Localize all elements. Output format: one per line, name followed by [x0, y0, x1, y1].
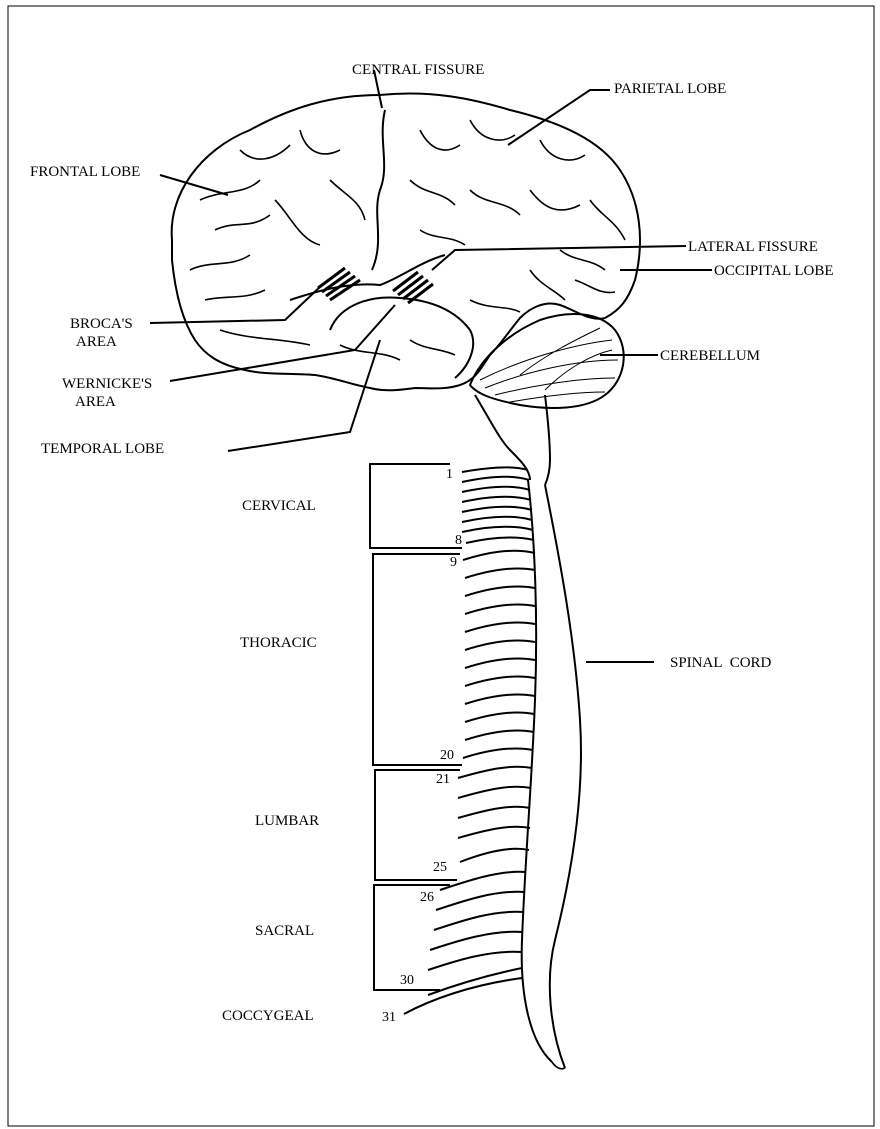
- nerve-number-26: 26: [420, 890, 434, 905]
- nerve-number-1: 1: [446, 467, 453, 482]
- temporal-lobe-label: TEMPORAL LOBE: [41, 441, 164, 457]
- occipital-lobe-label: OCCIPITAL LOBE: [714, 263, 834, 279]
- nerve-number-25: 25: [433, 860, 447, 875]
- lateral-fissure-label: LATERAL FISSURE: [688, 239, 818, 255]
- nerve-number-8: 8: [455, 533, 462, 548]
- brocas-area-label-line2: AREA: [76, 334, 117, 350]
- region-coccygeal: COCCYGEAL: [222, 1008, 314, 1024]
- region-cervical: CERVICAL: [242, 498, 316, 514]
- nerve-number-30: 30: [400, 973, 414, 988]
- central-fissure-label: CENTRAL FISSURE: [352, 62, 484, 78]
- nerve-number-21: 21: [436, 772, 450, 787]
- nerve-number-31: 31: [382, 1010, 396, 1025]
- region-lumbar: LUMBAR: [255, 813, 319, 829]
- spinal-cord-label: SPINAL CORD: [670, 655, 772, 671]
- region-sacral: SACRAL: [255, 923, 314, 939]
- brain-illustration: [172, 93, 640, 485]
- spinal-cord-illustration: [404, 467, 581, 1068]
- nerve-number-20: 20: [440, 748, 454, 763]
- cerebellum-label: CEREBELLUM: [660, 348, 760, 364]
- leader-lines: [150, 70, 712, 662]
- wernickes-area-label-line1: WERNICKE'S: [62, 376, 152, 392]
- nerve-number-9: 9: [450, 555, 457, 570]
- region-brackets: [370, 464, 462, 990]
- frontal-lobe-label: FRONTAL LOBE: [30, 164, 140, 180]
- parietal-lobe-label: PARIETAL LOBE: [614, 81, 726, 97]
- region-thoracic: THORACIC: [240, 635, 317, 651]
- wernickes-area-label-line2: AREA: [75, 394, 116, 410]
- brocas-area-label-line1: BROCA'S: [70, 316, 133, 332]
